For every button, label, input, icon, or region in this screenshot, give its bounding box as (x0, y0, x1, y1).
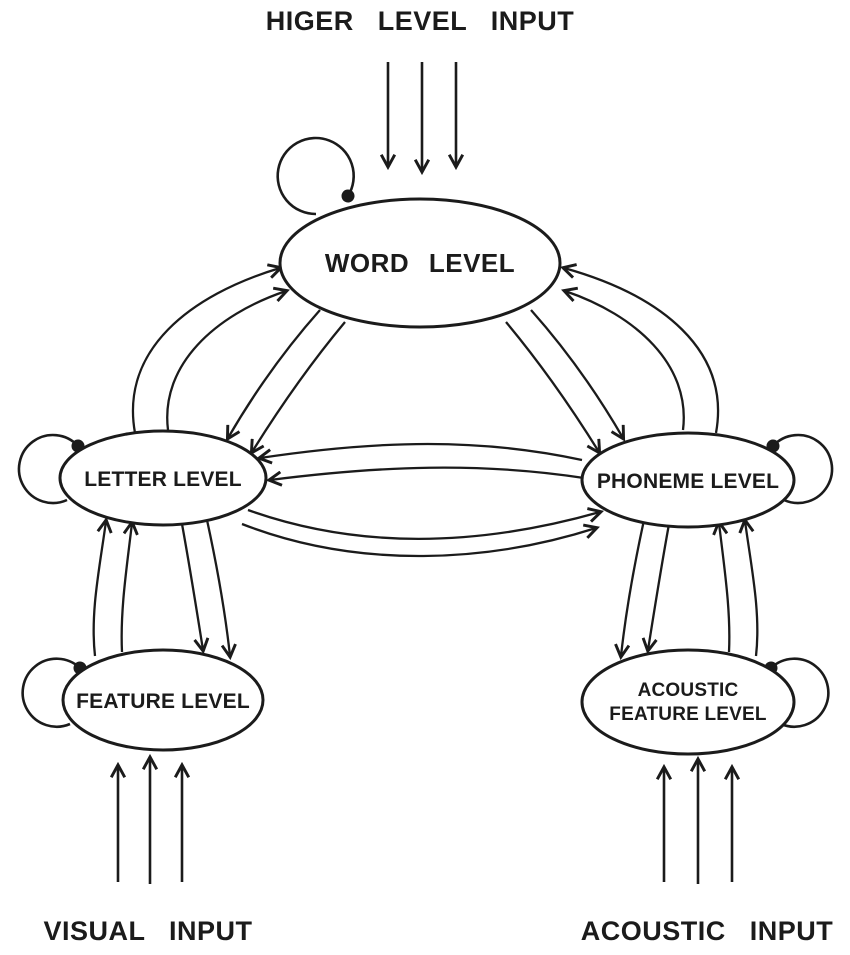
letter-phoneme-edges (241, 442, 600, 558)
word-letter-edges (131, 268, 346, 452)
phoneme-level-self-loop (766, 433, 834, 505)
arrow-word-to-phoneme-outer (505, 321, 599, 452)
word-level-label: WORD LEVEL (325, 248, 515, 278)
word-level-ellipse (278, 197, 562, 329)
arrow-acoustic-to-phoneme-inner (719, 523, 731, 653)
phoneme-level-ellipse (580, 431, 796, 529)
higher-level-input-label: HIGER LEVEL INPUT (266, 6, 575, 36)
arrow-letter-to-feature-outer (205, 519, 230, 656)
word-phoneme-edges (505, 268, 720, 452)
acoustic-feature-level-label-line1: ACOUSTIC (638, 680, 739, 701)
letter-level-self-loop (17, 433, 85, 505)
arrow-letter-to-word-outer (131, 268, 280, 434)
feature-level-ellipse (61, 648, 265, 752)
arrow-acoustic-to-phoneme-outer (745, 521, 759, 657)
node-phoneme-level: PHONEME LEVEL (580, 431, 796, 529)
arrow-phoneme-to-letter-upper (260, 442, 583, 460)
node-feature-level: FEATURE LEVEL (61, 648, 265, 752)
arrow-phoneme-to-acoustic-inner (648, 523, 671, 650)
arrow-phoneme-to-letter-lower (270, 466, 585, 480)
word-level-self-loop (276, 136, 355, 216)
acoustic-feature-level-ellipse (580, 648, 796, 756)
letter-feature-edges (92, 519, 230, 657)
letter-level-ellipse (58, 429, 268, 527)
arrow-word-to-phoneme-inner (530, 309, 623, 438)
arrow-phoneme-to-acoustic-outer (621, 519, 646, 656)
arrow-feature-to-letter-inner (120, 523, 132, 653)
phoneme-acoustic-edges (621, 519, 759, 657)
acoustic-feature-level-label-line2: FEATURE LEVEL (609, 704, 767, 725)
feature-level-self-loop (21, 657, 87, 729)
phoneme-level-label: PHONEME LEVEL (597, 470, 779, 493)
arrow-letter-to-feature-inner (180, 523, 203, 650)
visual-input-label: VISUAL INPUT (43, 916, 252, 946)
arrow-letter-to-phoneme-upper (247, 510, 600, 540)
arrow-feature-to-letter-outer (92, 521, 106, 657)
arrow-letter-to-phoneme-lower (241, 522, 596, 558)
node-letter-level: LETTER LEVEL (58, 429, 268, 527)
node-word-level: WORD LEVEL (278, 197, 562, 329)
arrow-phoneme-to-word-outer (564, 268, 720, 434)
node-acoustic-feature-level: ACOUSTIC FEATURE LEVEL (580, 648, 796, 756)
higher-level-input-arrows (388, 62, 456, 171)
acoustic-input-arrows (664, 760, 732, 884)
letter-level-label: LETTER LEVEL (84, 468, 242, 491)
arrow-phoneme-to-word-inner (565, 291, 685, 431)
arrow-word-to-letter-inner (228, 309, 321, 438)
feature-level-label: FEATURE LEVEL (76, 690, 250, 713)
arrow-word-to-letter-outer (252, 321, 346, 452)
arrow-letter-to-word-inner (166, 291, 286, 431)
acoustic-input-label: ACOUSTIC INPUT (581, 916, 834, 946)
acoustic-feature-level-self-loop (764, 657, 830, 729)
visual-input-arrows (118, 758, 182, 884)
